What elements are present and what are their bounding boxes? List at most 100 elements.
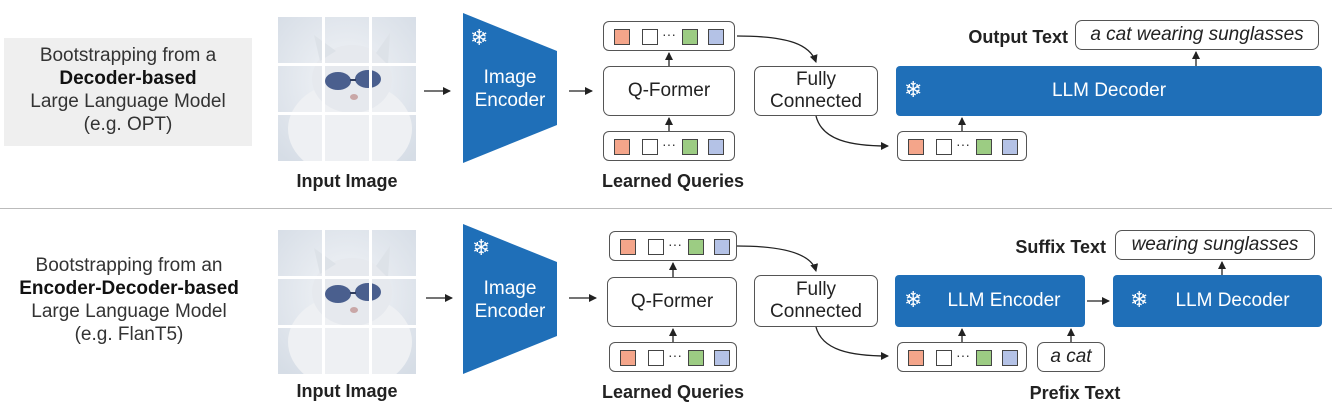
row2-image-encoder xyxy=(463,224,557,374)
row2-encoder-snowflake-icon: ❄ xyxy=(472,235,491,260)
token-square xyxy=(1002,139,1018,155)
row2-input-image xyxy=(278,230,416,374)
cat-ear-left xyxy=(314,35,336,61)
token-square xyxy=(614,29,630,45)
row2-encoder-label-line2: Encoder xyxy=(474,301,546,322)
row1-fully-connected: Fully Connected xyxy=(754,66,878,116)
row2-encoder-label: Image Encoder xyxy=(463,277,557,323)
row2-fc-line1: Fully xyxy=(795,279,837,300)
cat-ear-left xyxy=(314,248,336,274)
row1-llm-decoder: LLM Decoder xyxy=(896,66,1322,116)
token-square xyxy=(908,139,924,155)
row2-query-tokens-bottom: ··· xyxy=(609,342,737,372)
sunglass-lens-right xyxy=(355,283,381,301)
row2-llm-decoder: LLM Decoder xyxy=(1113,275,1322,327)
token-ellipsis: ··· xyxy=(668,236,682,252)
row2-learned-queries-caption: Learned Queries xyxy=(601,382,745,402)
row1-query-tokens-top: ··· xyxy=(603,21,735,51)
row2-desc-line3: Large Language Model xyxy=(31,301,227,322)
token-square xyxy=(620,239,636,255)
row1-image-encoder xyxy=(463,13,557,163)
token-square xyxy=(688,239,704,255)
token-ellipsis: ··· xyxy=(668,347,682,363)
token-square xyxy=(936,139,952,155)
token-square xyxy=(682,139,698,155)
row1-llm-snowflake-icon: ❄ xyxy=(904,77,923,102)
row1-encoder-label: Image Encoder xyxy=(463,66,557,112)
row2-llm-decoder-label: LLM Decoder xyxy=(1175,290,1290,311)
token-square xyxy=(648,239,664,255)
row1-fc-line1: Fully xyxy=(795,69,837,90)
row1-encoder-snowflake-icon: ❄ xyxy=(470,25,489,50)
row-divider xyxy=(0,208,1332,209)
row2-description: Bootstrapping from an Encoder-Decoder-ba… xyxy=(0,254,258,346)
token-square xyxy=(620,350,636,366)
row1-image-encoder-shape xyxy=(463,13,557,163)
token-ellipsis: ··· xyxy=(956,136,970,152)
row2-fully-connected: Fully Connected xyxy=(754,275,878,327)
token-square xyxy=(648,350,664,366)
row2-query-tokens-top: ··· xyxy=(609,231,737,261)
cat-ear-right xyxy=(376,246,390,278)
token-square xyxy=(708,139,724,155)
token-square xyxy=(614,139,630,155)
sunglass-lens-right xyxy=(355,70,381,88)
row2-image-encoder-shape xyxy=(463,224,557,374)
sunglass-lens-left xyxy=(325,285,351,303)
row2-llm-encoder-snowflake-icon: ❄ xyxy=(904,287,923,312)
cat-body xyxy=(288,294,412,374)
sunglass-lens-left xyxy=(325,72,351,90)
row1-llm-decoder-label: LLM Decoder xyxy=(1051,80,1167,101)
token-square xyxy=(642,29,658,45)
row1-desc-line2: Decoder-based xyxy=(59,68,197,89)
token-square xyxy=(714,239,730,255)
token-square xyxy=(642,139,658,155)
row1-fc-line2: Connected xyxy=(770,91,862,112)
cat-body xyxy=(288,81,412,161)
token-square xyxy=(688,350,704,366)
token-square xyxy=(976,139,992,155)
row1-arrow-fc-to-projected xyxy=(815,115,889,150)
row1-desc-line1: Bootstrapping from a xyxy=(39,45,217,66)
row2-prefix-caption: Prefix Text xyxy=(1029,383,1121,403)
row2-desc-line4: (e.g. FlanT5) xyxy=(74,324,184,345)
row1-output-caption: Output Text xyxy=(968,27,1068,47)
row1-qformer: Q-Former xyxy=(603,66,735,116)
row1-output-text: a cat wearing sunglasses xyxy=(1075,20,1319,50)
row1-input-caption: Input Image xyxy=(296,171,398,191)
row2-llm-encoder: LLM Encoder xyxy=(895,275,1085,327)
row1-desc-line3: Large Language Model xyxy=(30,91,226,112)
row2-projected-tokens: ··· xyxy=(897,342,1027,372)
row1-query-tokens-bottom: ··· xyxy=(603,131,735,161)
token-square xyxy=(936,350,952,366)
cat-nose xyxy=(350,94,358,100)
cat-nose xyxy=(350,307,358,313)
row1-label-panel xyxy=(4,38,252,146)
row2-desc-line1: Bootstrapping from an xyxy=(35,255,223,276)
token-square xyxy=(682,29,698,45)
token-square xyxy=(714,350,730,366)
token-square xyxy=(1002,350,1018,366)
token-ellipsis: ··· xyxy=(956,347,970,363)
row2-fc-line2: Connected xyxy=(770,301,862,322)
row2-arrow-tokens-to-fc xyxy=(736,245,819,272)
cat-ear-right xyxy=(376,33,390,65)
token-square xyxy=(708,29,724,45)
row2-suffix-caption: Suffix Text xyxy=(1015,237,1106,257)
row2-input-caption: Input Image xyxy=(296,381,398,401)
row1-desc-line4: (e.g. OPT) xyxy=(83,114,173,135)
row1-description: Bootstrapping from a Decoder-based Large… xyxy=(4,44,252,136)
row2-desc-line2: Encoder-Decoder-based xyxy=(19,278,239,299)
token-ellipsis: ··· xyxy=(662,136,676,152)
row1-encoder-label-line2: Encoder xyxy=(474,90,546,111)
row2-prefix-text: a cat xyxy=(1037,342,1105,372)
row2-suffix-text: wearing sunglasses xyxy=(1115,230,1315,260)
token-square xyxy=(908,350,924,366)
row2-llm-encoder-label: LLM Encoder xyxy=(947,290,1061,311)
row1-encoder-label-line1: Image xyxy=(483,67,537,88)
row1-input-image xyxy=(278,17,416,161)
row1-projected-tokens: ··· xyxy=(897,131,1027,161)
row2-arrow-fc-to-projected xyxy=(815,326,889,360)
